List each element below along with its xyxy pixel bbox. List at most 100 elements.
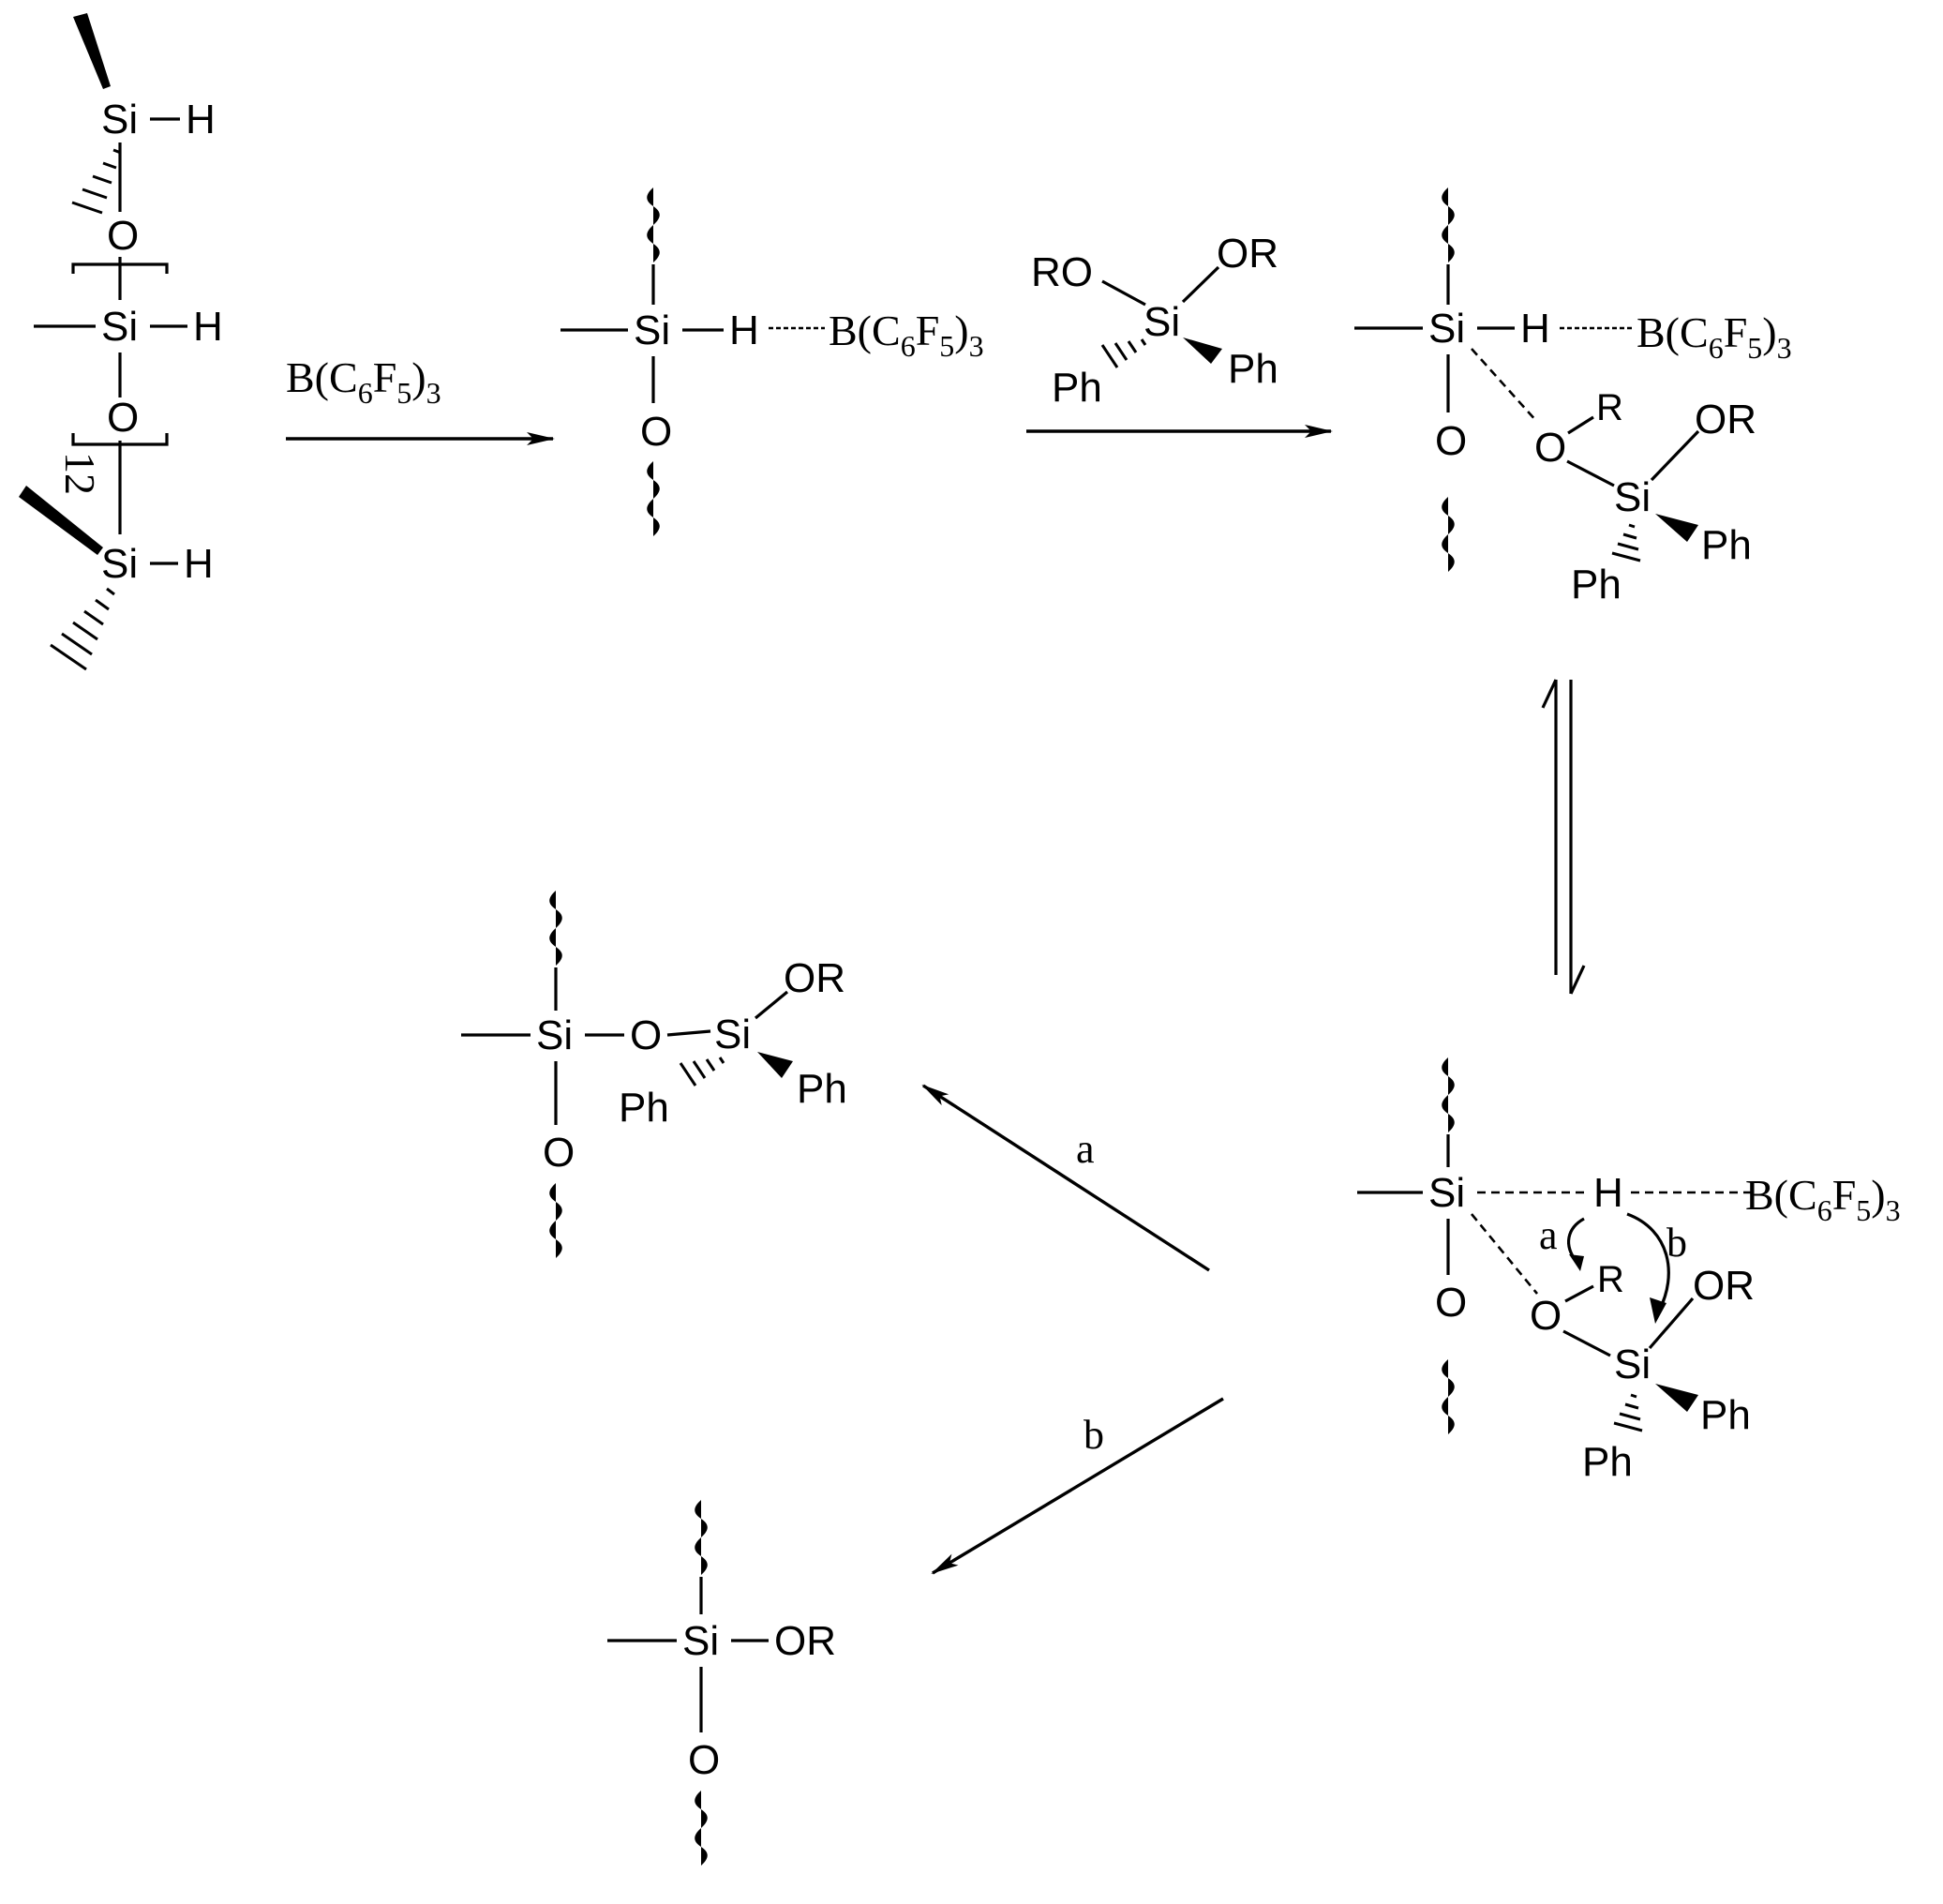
repeat-count: 12 xyxy=(56,452,104,495)
svg-text:B(C6F5)3: B(C6F5)3 xyxy=(286,353,441,410)
group-ph: Ph xyxy=(1582,1439,1633,1485)
group-ph: Ph xyxy=(1700,1392,1751,1438)
atom-si: Si xyxy=(1428,306,1465,352)
polymer-chain-wavy xyxy=(1442,1359,1455,1434)
atom-h: H xyxy=(729,307,759,353)
borane-label: B(C6F5)3 xyxy=(829,307,984,363)
bond xyxy=(1564,1284,1594,1303)
atom-h: H xyxy=(186,97,216,142)
atom-o: O xyxy=(630,1012,662,1058)
group-ph: Ph xyxy=(1052,365,1102,411)
wedge-bond xyxy=(19,486,103,555)
wedge-bond xyxy=(1655,1384,1698,1412)
hash-bond xyxy=(1611,523,1641,562)
hash-bond xyxy=(679,1057,725,1087)
curly-arrow-head xyxy=(1650,1297,1666,1324)
transition-state: Si H B(C6F5)3 O O R Si OR Ph Ph a b xyxy=(1357,1057,1901,1485)
bond xyxy=(1562,1329,1611,1357)
polymer-chain-wavy xyxy=(1442,1057,1455,1132)
borane-label: B(C6F5)3 xyxy=(1637,308,1792,365)
silane-borane-adduct: Si H B(C6F5)3 O xyxy=(560,187,984,536)
bond xyxy=(754,990,789,1020)
bond xyxy=(1650,429,1700,482)
atom-h: H xyxy=(1520,306,1550,352)
half-arrow-head xyxy=(1569,965,1586,995)
arrow-silane-addition: RO Si OR Ph Ph xyxy=(1026,231,1333,438)
atom-o: O xyxy=(543,1130,575,1176)
arrow-pathway-b: b xyxy=(931,1397,1224,1575)
atom-o: O xyxy=(1435,418,1467,464)
polymer-chain-wavy xyxy=(647,461,660,536)
atom-o: O xyxy=(1534,425,1566,471)
polymer-chain-wavy xyxy=(549,891,562,966)
repeat-bracket xyxy=(71,262,169,274)
group-ph: Ph xyxy=(1571,562,1622,607)
product-b-alkoxysilane: Si OR O xyxy=(607,1500,836,1866)
atom-o: O xyxy=(1530,1293,1562,1339)
pathway-label-b: b xyxy=(1084,1412,1104,1458)
group-or: OR xyxy=(1217,231,1278,277)
arrow-catalyst-activation: B(C6F5)3 xyxy=(286,353,555,445)
product-a-siloxane: Si O Si OR Ph Ph O xyxy=(461,891,847,1258)
atom-o: O xyxy=(640,409,672,455)
pmhs-structure: Si H O Si H O 12 Si H xyxy=(19,13,223,671)
group-or: OR xyxy=(784,955,845,1001)
hash-bond xyxy=(71,148,122,215)
atom-o: O xyxy=(107,213,139,259)
borane-label: B(C6F5)3 xyxy=(1745,1171,1901,1227)
bond xyxy=(1566,459,1615,487)
group-or: OR xyxy=(774,1618,836,1664)
group-ro: RO xyxy=(1031,249,1093,295)
group-or: OR xyxy=(1693,1263,1755,1309)
atom-si: Si xyxy=(101,541,138,587)
atom-si: Si xyxy=(101,97,138,142)
wedge-bond xyxy=(1183,337,1222,364)
dialkoxydiphenylsilane: RO Si OR Ph Ph xyxy=(1031,231,1278,411)
atom-si: Si xyxy=(634,307,670,353)
curly-arrow-b xyxy=(1626,1212,1670,1312)
atom-si: Si xyxy=(714,1012,751,1057)
bond xyxy=(1648,1297,1695,1350)
polymer-chain-wavy xyxy=(647,187,660,262)
group-r: R xyxy=(1597,1259,1624,1300)
hash-bond xyxy=(1613,1393,1643,1432)
group-ph: Ph xyxy=(797,1066,847,1112)
bond xyxy=(1101,279,1146,307)
atom-si: Si xyxy=(1143,299,1180,345)
atom-h: H xyxy=(193,304,223,350)
atom-si: Si xyxy=(536,1012,573,1058)
bond xyxy=(666,1029,711,1037)
arrow-pathway-a: a xyxy=(921,1084,1210,1272)
bond xyxy=(1181,265,1220,304)
polymer-chain-wavy xyxy=(549,1183,562,1258)
interaction-dashed xyxy=(1470,1213,1539,1295)
equilibrium-arrows xyxy=(1541,679,1586,995)
pathway-label-b: b xyxy=(1666,1220,1687,1266)
interaction-dashed xyxy=(1471,348,1538,423)
curly-arrow-head xyxy=(1569,1254,1584,1271)
atom-si: Si xyxy=(1614,474,1651,520)
atom-o: O xyxy=(1435,1280,1467,1326)
catalyst-label: B(C6F5)3 xyxy=(286,353,441,410)
group-r: R xyxy=(1596,387,1623,428)
wedge-bond xyxy=(757,1052,793,1078)
atom-si: Si xyxy=(1614,1342,1651,1387)
group-ph: Ph xyxy=(619,1085,669,1131)
hash-bond xyxy=(1100,338,1147,368)
atom-h: H xyxy=(184,541,214,587)
polymer-chain-wavy xyxy=(695,1791,708,1866)
atom-h: H xyxy=(1593,1170,1623,1216)
half-arrow-head xyxy=(1541,679,1558,709)
group-ph: Ph xyxy=(1228,346,1278,392)
pathway-label-a: a xyxy=(1076,1126,1095,1172)
atom-o: O xyxy=(107,395,139,441)
polymer-chain-wavy xyxy=(1442,497,1455,572)
wedge-bond xyxy=(1655,514,1698,542)
pathway-label-a: a xyxy=(1539,1212,1558,1258)
group-ph: Ph xyxy=(1701,522,1752,568)
atom-si: Si xyxy=(682,1618,719,1664)
bond xyxy=(1567,415,1594,435)
atom-si: Si xyxy=(101,304,138,350)
atom-o: O xyxy=(688,1737,720,1783)
